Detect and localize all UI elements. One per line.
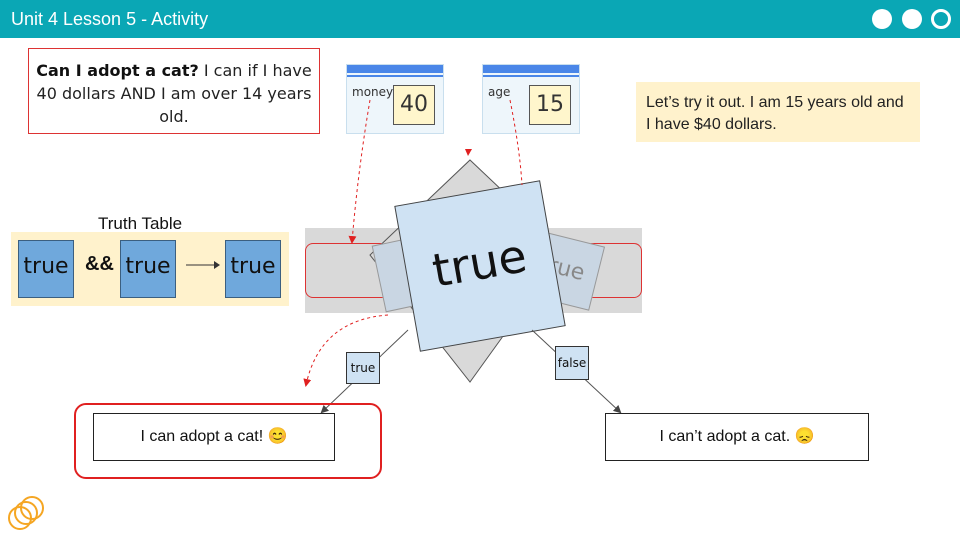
nav-dot-3[interactable]: [931, 9, 951, 29]
arrow-right-icon: [186, 261, 220, 269]
age-value-card[interactable]: 15: [529, 85, 571, 125]
truth-table-area: true true true: [11, 232, 289, 306]
and-operator: &&: [85, 253, 114, 275]
question-text: I can if I have 40 dollars AND I am over…: [36, 61, 312, 126]
truth-result-card[interactable]: true: [225, 240, 281, 298]
nav-dot-1[interactable]: [872, 9, 892, 29]
branch-false-label: false: [555, 346, 589, 380]
truth-left-card[interactable]: true: [18, 240, 74, 298]
lesson-title: Unit 4 Lesson 5 - Activity: [11, 9, 209, 29]
question-bold: Can I adopt a cat?: [36, 61, 199, 80]
branch-true-label: true: [346, 352, 380, 384]
age-variable: age 15: [482, 64, 580, 134]
selected-outcome-highlight: [74, 403, 382, 479]
try-it-note: Let’s try it out. I am 15 years old and …: [636, 82, 920, 142]
money-value-card[interactable]: 40: [393, 85, 435, 125]
nav-dot-2[interactable]: [902, 9, 922, 29]
money-label: money: [352, 85, 394, 99]
outcome-no[interactable]: I can’t adopt a cat. 😞: [605, 413, 869, 461]
outcome-yes[interactable]: I can adopt a cat! 😊: [93, 413, 335, 461]
money-variable: money 40: [346, 64, 444, 134]
truth-table-title: Truth Table: [98, 214, 183, 233]
question-box: Can I adopt a cat? I can if I have 40 do…: [28, 48, 320, 134]
truth-right-card[interactable]: true: [120, 240, 176, 298]
title-bar: Unit 4 Lesson 5 - Activity: [0, 0, 960, 38]
logo-icon: [8, 496, 44, 530]
age-label: age: [488, 85, 511, 99]
